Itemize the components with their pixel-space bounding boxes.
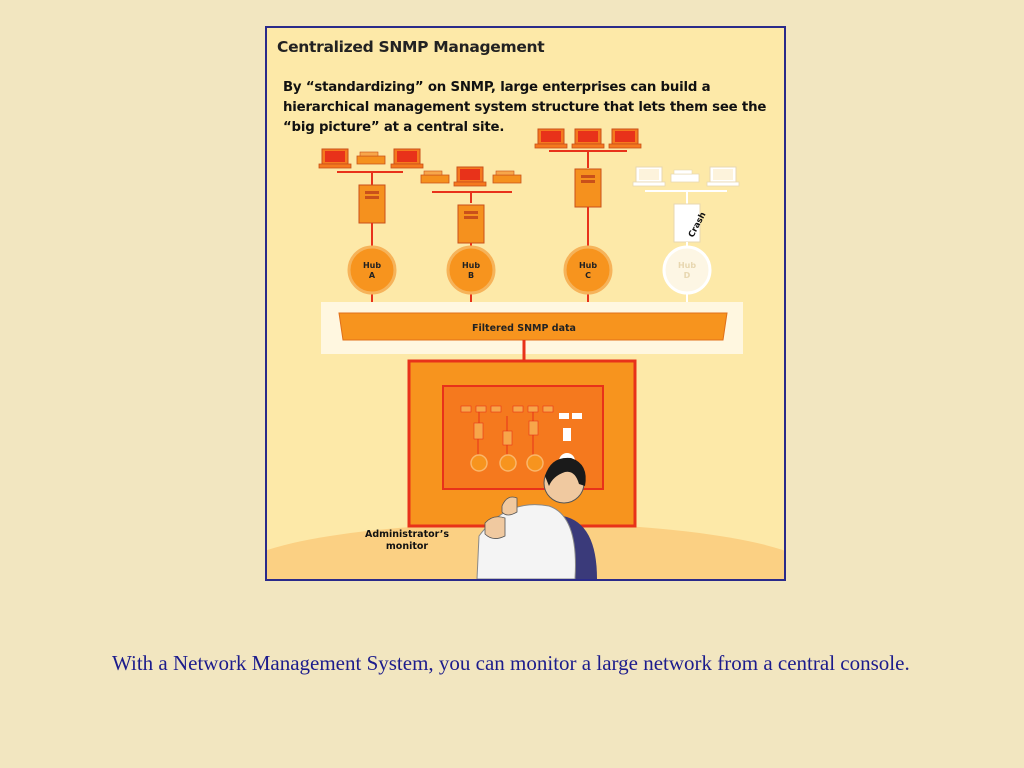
hub-letter: C <box>585 271 591 280</box>
hub-a: Hub A <box>349 247 395 293</box>
workstation-icon <box>454 167 486 186</box>
hub-letter: A <box>369 271 376 280</box>
hub-label: Hub <box>678 261 696 270</box>
snmp-figure: Crash Hub A Hub B Hub C Hub D <box>265 26 786 581</box>
hub-letter: D <box>684 271 691 280</box>
hub-label: Hub <box>579 261 597 270</box>
workstation-icon <box>391 149 423 168</box>
monitor-label-line1: Administrator’s <box>365 529 449 540</box>
hub-c: Hub C <box>565 247 611 293</box>
printer-icon <box>421 171 449 183</box>
printer-icon <box>671 170 699 182</box>
hub-label: Hub <box>363 261 381 270</box>
server-icon <box>359 185 385 223</box>
bus-label: Filtered SNMP data <box>472 323 576 334</box>
snmp-data-bus: Filtered SNMP data <box>321 302 743 362</box>
hub-b: Hub B <box>448 247 494 293</box>
server-icon <box>458 205 484 243</box>
printer-icon <box>493 171 521 183</box>
hub-d: Hub D <box>664 247 710 293</box>
hub-label: Hub <box>462 261 480 270</box>
figure-title: Centralized SNMP Management <box>277 38 544 56</box>
hub-letter: B <box>468 271 474 280</box>
workstation-icon <box>707 167 739 186</box>
figure-description: By “standardizing” on SNMP, large enterp… <box>283 78 775 138</box>
monitor-label-line2: monitor <box>386 541 429 552</box>
printer-icon <box>357 152 385 164</box>
workstation-icon <box>319 149 351 168</box>
slide-caption: With a Network Management System, you ca… <box>112 648 942 678</box>
server-icon <box>575 169 601 207</box>
workstation-icon <box>633 167 665 186</box>
